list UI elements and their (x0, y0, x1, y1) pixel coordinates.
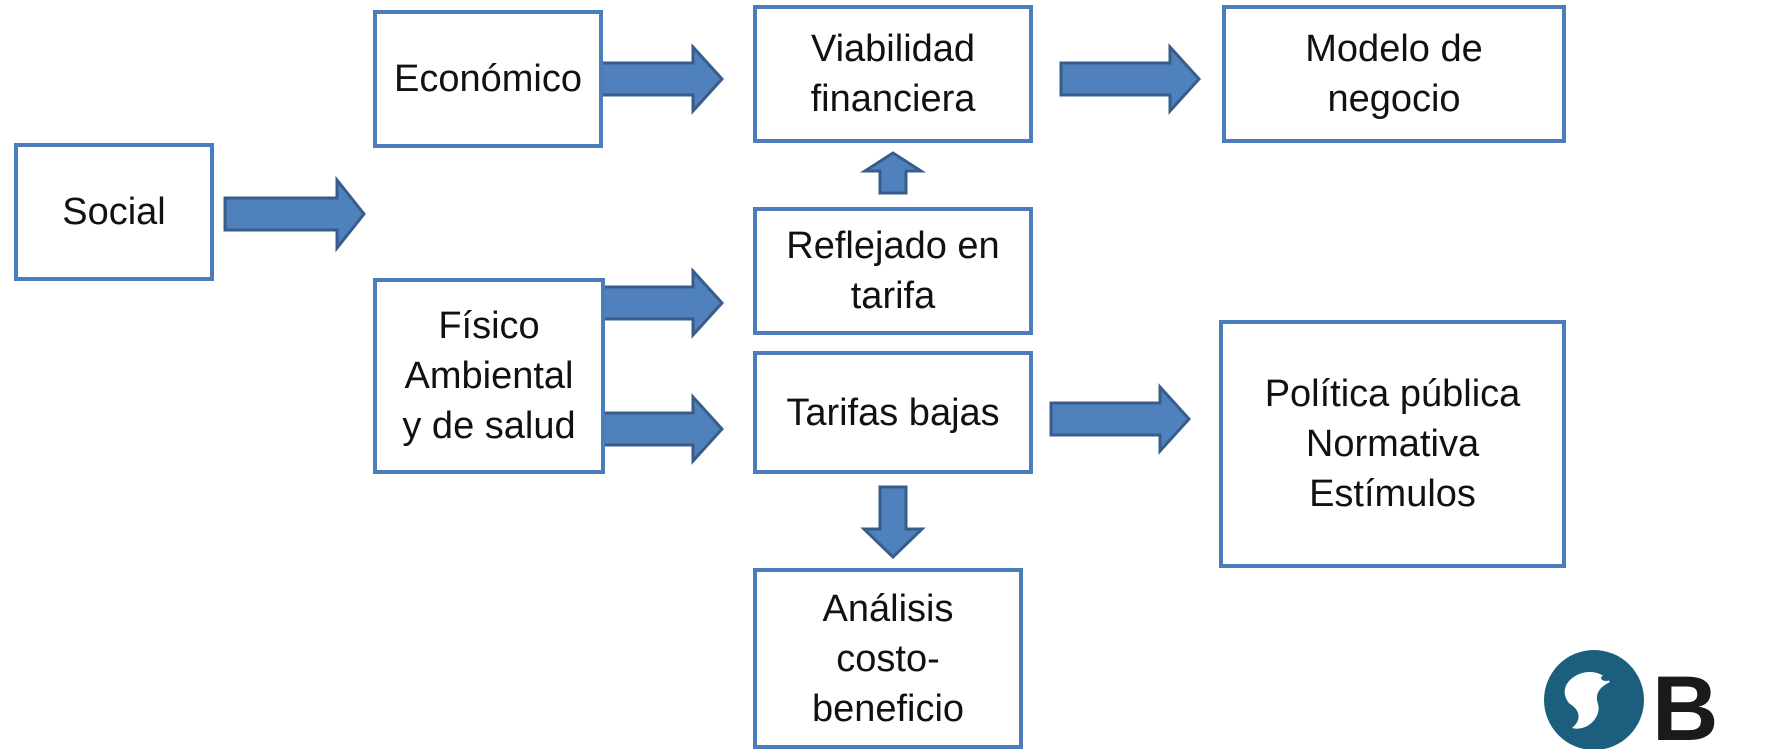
box-politica-publica: Política pública Normativa Estímulos (1219, 320, 1566, 568)
arrow-fisico-to-reflejado (586, 267, 725, 339)
arrow-economico-to-viabilidad (586, 43, 725, 115)
arrow-social-right (223, 175, 366, 253)
box-reflejado-en-tarifa: Reflejado en tarifa (753, 207, 1033, 335)
box-viabilidad-financiera: Viabilidad financiera (753, 5, 1033, 143)
box-economico: Económico (373, 10, 603, 148)
box-analisis-costo-beneficio: Análisis costo- beneficio (753, 568, 1023, 749)
globe-americas-logo-icon: B (1544, 650, 1718, 749)
box-tarifas-bajas: Tarifas bajas (753, 351, 1033, 474)
arrow-viabilidad-to-modelo (1059, 43, 1202, 115)
box-social: Social (14, 143, 214, 281)
logo-partial-text: B (1652, 658, 1718, 749)
arrow-fisico-to-tarifas (586, 393, 725, 465)
logo: B (1540, 640, 1766, 749)
box-fisico-ambiental-salud: Físico Ambiental y de salud (373, 278, 605, 474)
arrow-tarifas-to-politica (1049, 383, 1192, 455)
arrow-tarifas-down-to-analisis (860, 485, 926, 560)
box-modelo-de-negocio: Modelo de negocio (1222, 5, 1566, 143)
arrow-reflejado-up-to-viabilidad (859, 151, 927, 195)
